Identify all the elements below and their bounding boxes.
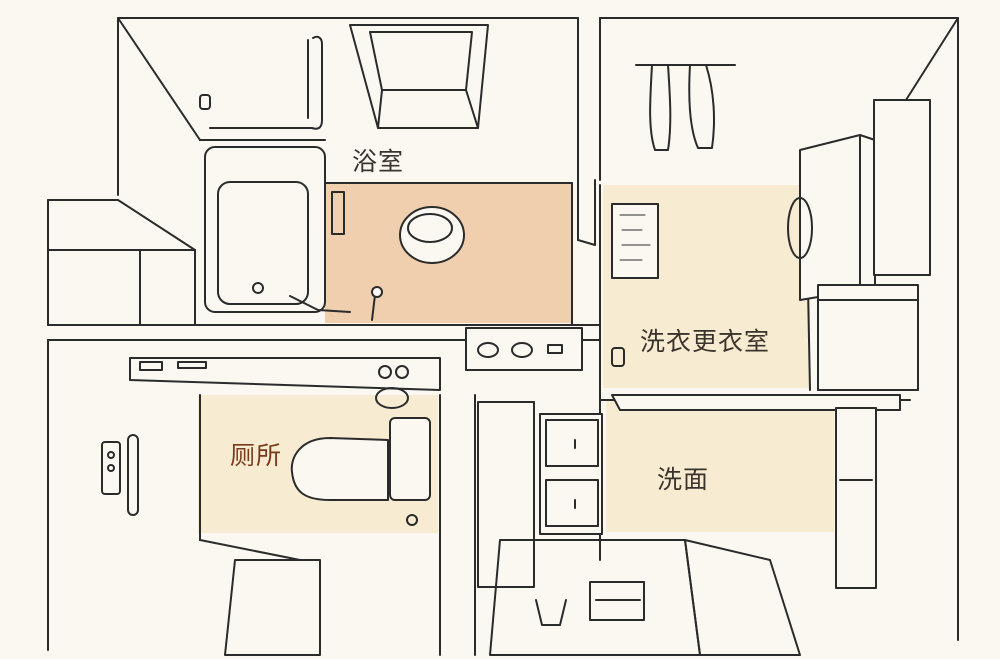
bathroom-label: 浴室: [352, 147, 405, 176]
bath-window: [349, 24, 489, 129]
bathtub: [204, 146, 351, 313]
grab-bar: [199, 35, 323, 130]
wall-panel: [101, 434, 139, 516]
right-wall-shelf: [611, 394, 901, 589]
towel-rack: [635, 64, 736, 151]
bath-control-panel: [465, 327, 583, 371]
washing-machine: [787, 99, 931, 391]
wash-area-label: 洗面: [657, 465, 710, 494]
wash-floor: [606, 400, 834, 532]
notice-paper: [611, 203, 659, 279]
left-cabinet: [47, 199, 196, 326]
floor-bottom: [224, 539, 801, 656]
bath-stool: [371, 206, 465, 321]
toilet-shelf: [129, 357, 441, 409]
toilet-fixture: [290, 417, 431, 526]
laundry-room-label: 洗衣更衣室: [640, 327, 771, 356]
toilet-label: 厕所: [230, 441, 283, 470]
doorway: [577, 179, 596, 246]
walls: [47, 17, 959, 656]
vanity-cabinet: [477, 401, 603, 588]
wall-switch: [611, 347, 625, 367]
